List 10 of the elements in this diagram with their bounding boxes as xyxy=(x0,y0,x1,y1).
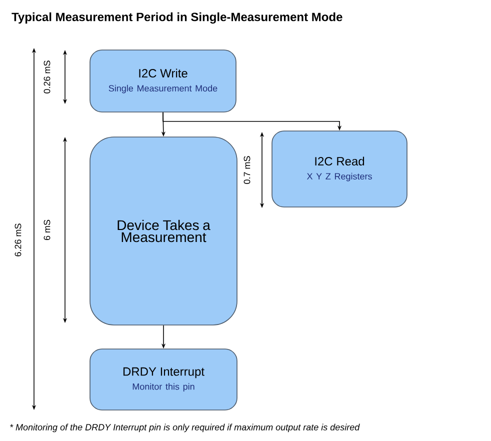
footnote: * Monitoring of the DRDY Interrupt pin is only required if maximum output rate is desired xyxy=(10,424,360,432)
dimension-label: 6 mS xyxy=(44,220,50,240)
process-box: Device Takes a Measurement xyxy=(90,136,238,326)
process-box: I2C Read X Y Z Registers xyxy=(272,130,408,208)
dimension-label: 0.7 mS xyxy=(244,156,250,184)
process-box: DRDY Interrupt Monitor this pin xyxy=(90,348,238,410)
process-box: I2C Write Single Measurement Mode xyxy=(90,50,236,112)
dimension-label: 6.26 mS xyxy=(14,224,22,256)
title: Typical Measurement Period in Single-Measurement Mode xyxy=(12,12,342,24)
dimension-label: 0.26 mS xyxy=(44,60,50,94)
